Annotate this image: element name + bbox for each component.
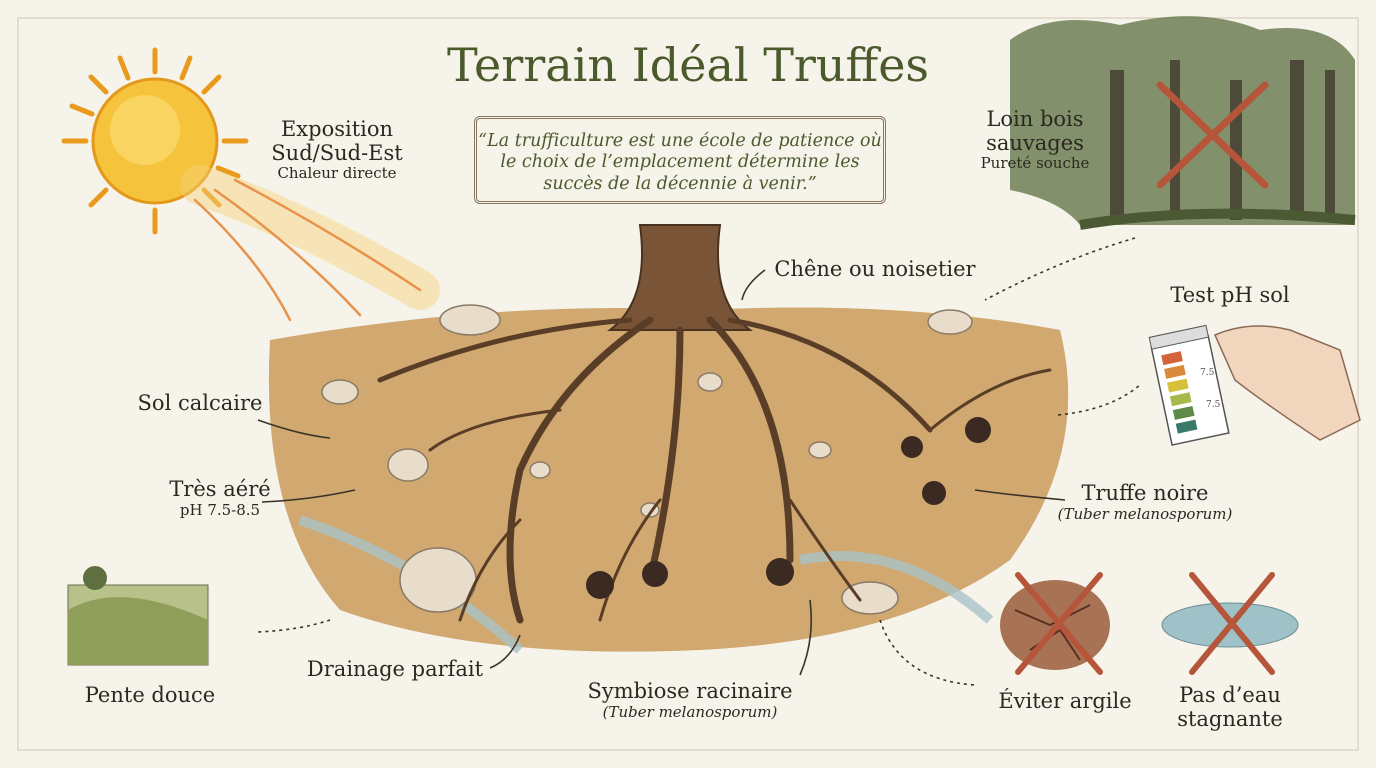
- symbiose-sub: (Tuber melanosporum): [602, 702, 778, 721]
- bois-line2: sauvages: [986, 130, 1084, 155]
- ph-test-strip-icon: [1148, 324, 1361, 446]
- exposition-title: Exposition: [280, 117, 394, 141]
- ph-strip-mark: 7.5: [1206, 400, 1221, 410]
- page-title: Terrain Idéal Truffes: [446, 38, 930, 92]
- label-symbiose: Symbiose racinaire (Tuber melanosporum): [575, 679, 805, 721]
- quote-box: “La trufficulture est une école de patie…: [474, 116, 886, 204]
- aere-title: Très aéré: [169, 477, 271, 501]
- cross-icon: [1015, 572, 1275, 675]
- label-aere: Très aéré pH 7.5-8.5: [160, 477, 280, 519]
- label-arbre: Chêne ou noisetier: [774, 257, 976, 281]
- aere-ph: pH 7.5-8.5: [179, 500, 261, 519]
- label-ph-test: Test pH sol: [1170, 283, 1290, 307]
- exposition-sub: Chaleur directe: [277, 164, 397, 183]
- truffe-title: Truffe noire: [1081, 481, 1209, 505]
- label-exposition: Exposition Sud/Sud-Est Chaleur directe: [262, 117, 412, 183]
- label-truffe: Truffe noire (Tuber melanosporum): [1050, 481, 1240, 523]
- truffles: [586, 417, 991, 599]
- symbiose-title: Symbiose racinaire: [587, 679, 793, 703]
- gentle-slope-icon: [67, 566, 209, 666]
- truffe-sub: (Tuber melanosporum): [1057, 504, 1233, 523]
- cross-icon: [1156, 81, 1269, 189]
- label-bois: Loin bois sauvages Pureté souche: [960, 107, 1110, 173]
- label-pente: Pente douce: [84, 683, 216, 707]
- eau-line1: Pas d’eau: [1179, 683, 1281, 707]
- eau-line2: stagnante: [1177, 706, 1283, 731]
- tree-illustration: [377, 224, 1052, 624]
- pointer-arrows: [257, 237, 1141, 686]
- label-drainage: Drainage parfait: [306, 657, 484, 681]
- sunlight-rays: [180, 165, 440, 322]
- ph-strip-mark: 7.5: [1200, 368, 1215, 378]
- exposition-direction: Sud/Sud-Est: [271, 140, 403, 165]
- bois-line1: Loin bois: [986, 107, 1084, 131]
- bois-sub: Pureté souche: [980, 154, 1090, 173]
- sun-icon: [61, 47, 249, 235]
- label-argile: Éviter argile: [998, 689, 1132, 713]
- label-sol: Sol calcaire: [137, 391, 263, 415]
- label-eau: Pas d’eau stagnante: [1160, 683, 1300, 731]
